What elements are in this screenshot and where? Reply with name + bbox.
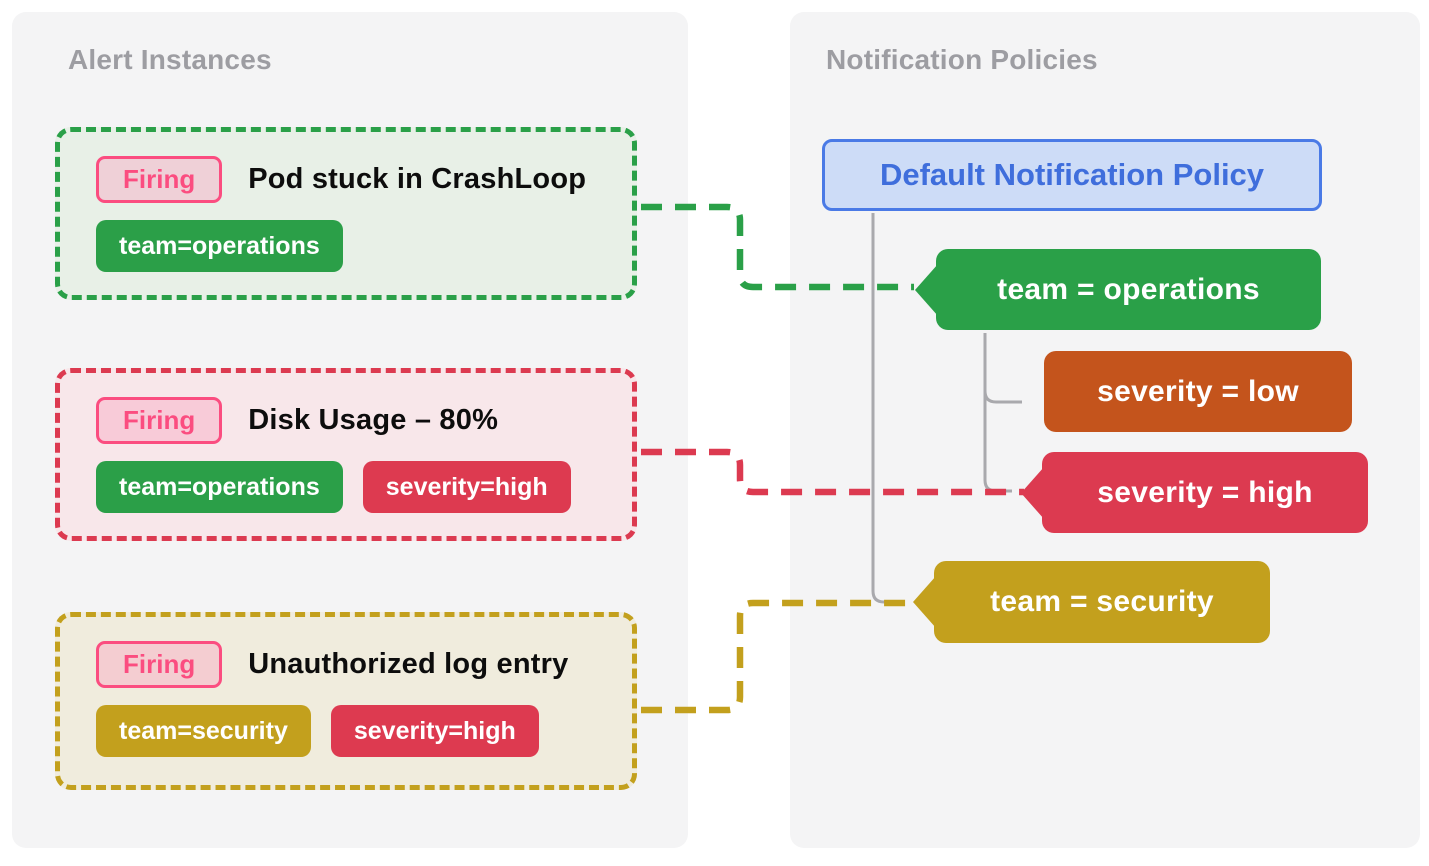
alert-title: Pod stuck in CrashLoop (248, 163, 587, 195)
default-notification-policy-box: Default Notification Policy (822, 139, 1322, 211)
alert-card-disk-usage: Firing Disk Usage – 80% team=operations … (55, 368, 637, 541)
connector-crashloop-to-team-operations (641, 203, 914, 291)
notification-policies-title: Notification Policies (826, 44, 1098, 75)
tree-line-operations-children (983, 333, 1012, 493)
tree-line-root (871, 213, 898, 604)
firing-badge: Firing (96, 156, 223, 203)
label-pill-team-operations: team=operations (96, 461, 343, 513)
firing-badge: Firing (96, 397, 223, 444)
label-pill-severity-high: severity=high (362, 461, 571, 513)
tree-branch-severity-low (983, 390, 1022, 404)
alert-instances-title: Alert Instances (68, 44, 272, 75)
firing-badge: Firing (96, 641, 223, 688)
connector-diskusage-to-severity-high (641, 448, 1024, 496)
alert-card-unauthorized-log: Firing Unauthorized log entry team=secur… (55, 612, 637, 790)
policy-node-team-operations: team = operations (936, 249, 1321, 330)
alert-title: Disk Usage – 80% (248, 404, 499, 436)
policy-node-team-security: team = security (934, 561, 1270, 643)
policy-node-severity-low: severity = low (1044, 351, 1352, 432)
alert-title: Unauthorized log entry (248, 648, 569, 680)
policy-node-severity-high: severity = high (1042, 452, 1368, 533)
label-pill-team-security: team=security (96, 705, 311, 757)
alert-card-crashloop: Firing Pod stuck in CrashLoop team=opera… (55, 127, 637, 300)
connector-unauthorized-to-team-security (641, 599, 913, 714)
label-pill-team-operations: team=operations (96, 220, 343, 272)
label-pill-severity-high: severity=high (330, 705, 539, 757)
